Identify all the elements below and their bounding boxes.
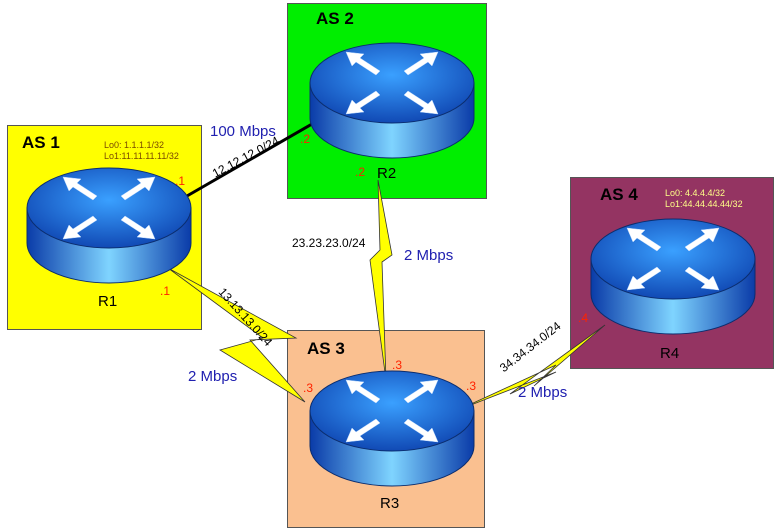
ip-r3-to-r4: .3	[466, 379, 477, 393]
network-r2-r3: 23.23.23.0/24	[292, 236, 366, 250]
bandwidth-r3-r4: 2 Mbps	[518, 384, 568, 401]
ip-r3-to-r1: .3	[303, 381, 314, 395]
ip-r2-to-r3: .2	[355, 165, 366, 179]
router-label-r4: R4	[660, 345, 680, 362]
link-r3-r4-serial	[457, 324, 606, 411]
as1-loopbacks: Lo0: 1.1.1.1/32 Lo1:11.11.11.11/32	[104, 140, 179, 161]
link-r1-r2	[179, 122, 313, 202]
link-r1-r3-serial	[167, 267, 306, 403]
as4-title: AS 4	[600, 185, 638, 204]
bandwidth-r1-r3: 2 Mbps	[188, 368, 238, 385]
as4-loopbacks: Lo0: 4.4.4.4/32 Lo1:44.44.44.44/32	[665, 188, 743, 209]
router-r2[interactable]	[308, 38, 476, 168]
ip-r1-to-r3: .1	[160, 284, 171, 298]
ip-r2-to-r1: .2	[300, 132, 311, 146]
router-icon	[309, 42, 475, 159]
router-r3[interactable]	[308, 366, 476, 496]
router-label-r3: R3	[380, 495, 400, 512]
as3-title: AS 3	[307, 339, 345, 358]
router-icon	[590, 218, 756, 335]
bandwidth-r2-r3: 2 Mbps	[404, 247, 454, 264]
ip-r3-to-r2: .3	[392, 358, 403, 372]
router-label-r1: R1	[98, 293, 118, 310]
ip-r4-to-r3: .4	[578, 311, 589, 325]
link-r2-r3-serial	[369, 179, 393, 381]
router-icon	[309, 370, 475, 487]
as2-title: AS 2	[316, 9, 354, 28]
ip-r1-to-r2: .1	[175, 174, 186, 188]
as1-title: AS 1	[22, 133, 60, 152]
router-r4[interactable]	[589, 214, 757, 344]
bandwidth-r1-r2: 100 Mbps	[210, 123, 276, 140]
router-icon	[26, 167, 192, 284]
router-r1[interactable]	[25, 163, 193, 293]
router-label-r2: R2	[377, 165, 397, 182]
